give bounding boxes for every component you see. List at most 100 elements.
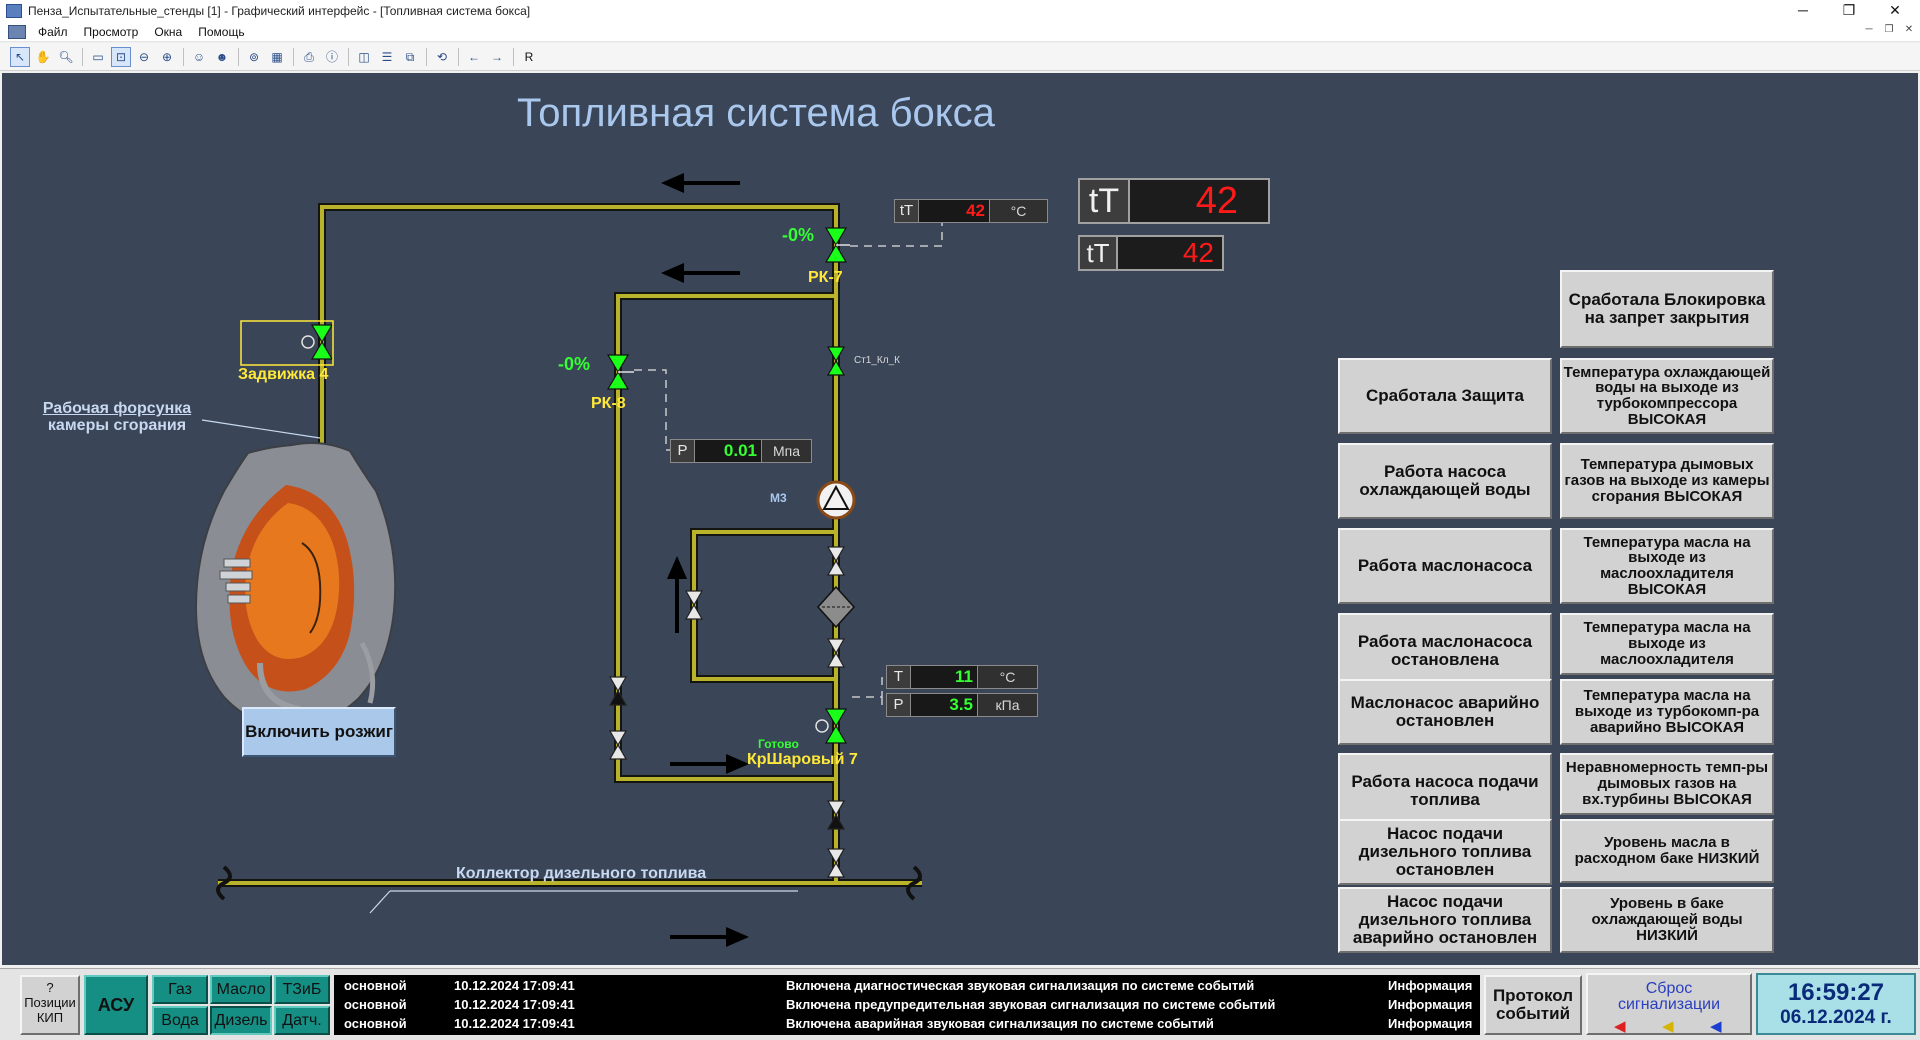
alarm-cooling-water-temp-high: Температура охлаждающей воды на выходе и…	[1560, 358, 1774, 434]
forward-arrow-icon[interactable]: →	[491, 50, 503, 64]
nav-oil-button[interactable]: Масло	[210, 975, 272, 1004]
diagnostic-speaker-icon: ◀	[1710, 1018, 1722, 1035]
hand-tool-icon[interactable]: ✋	[35, 50, 51, 64]
split-vertical-icon[interactable]: ◫	[358, 50, 370, 64]
table-icon[interactable]: ▦	[271, 50, 283, 64]
speaker-icons: ◀ ◀ ◀	[1588, 1017, 1750, 1037]
help-icon: ?	[46, 980, 54, 995]
valve-tag-label: Ст1_Кл_К	[854, 355, 900, 366]
alarm-oil-pump-running: Работа маслонасоса	[1338, 528, 1552, 604]
menu-bar: Файл Просмотр Окна Помощь ─ ❐ ✕	[0, 22, 1920, 42]
event-row[interactable]: основной 10.12.2024 17:09:41 Включена ди…	[344, 978, 1473, 993]
system-clock: 16:59:27 06.12.2024 г.	[1756, 973, 1916, 1035]
combustion-chamber-image	[194, 442, 397, 729]
refresh-window-icon[interactable]: ⟲	[436, 50, 448, 64]
asu-button[interactable]: АСУ	[84, 975, 148, 1035]
close-button[interactable]: ✕	[1889, 2, 1901, 18]
nav-diesel-button[interactable]: Дизель	[210, 1006, 272, 1035]
zoom-in-icon[interactable]: ⊕	[161, 50, 173, 64]
temperature-readout-large-1: tT 42	[1078, 178, 1270, 224]
alarm-oil-level-low: Уровень масла в расходном баке НИЗКИЙ	[1560, 819, 1774, 883]
zoom-out-icon[interactable]: ⊖	[138, 50, 150, 64]
clock-date: 06.12.2024 г.	[1780, 1007, 1892, 1028]
nav-sensors-button[interactable]: Датч.	[274, 1006, 330, 1035]
zoom-tool-icon[interactable]: 🔍︎	[58, 50, 74, 64]
pump-label: М3	[770, 491, 787, 505]
pressure-readout-lower: P 3.5 кПа	[886, 693, 1038, 717]
alarm-flue-gas-unevenness: Неравномерность темп-ры дымовых газов на…	[1560, 753, 1774, 815]
pipe-network	[194, 172, 943, 948]
r-button[interactable]: R	[524, 50, 534, 64]
pressure-readout-main: P 0.01 Мпа	[670, 439, 812, 463]
info-icon[interactable]: ⓘ	[325, 50, 338, 64]
protocol-label-line1: Протокол	[1492, 986, 1574, 1005]
alarm-cooling-water-level-low: Уровень в баке охлаждающей воды НИЗКИЙ	[1560, 887, 1774, 953]
alarm-oil-cooler-temp: Температура масла на выходе из маслоохла…	[1560, 613, 1774, 675]
nozzle-label: Рабочая форсунка камеры сгорания	[32, 400, 202, 435]
page-title: Топливная система бокса	[517, 91, 995, 135]
mdi-close-button[interactable]: ✕	[1904, 24, 1914, 35]
nav-water-button[interactable]: Вода	[152, 1006, 208, 1035]
print-icon[interactable]: ⎙	[304, 50, 314, 64]
user-icon[interactable]: ☺	[192, 50, 206, 64]
actual-size-icon[interactable]: ▭	[92, 50, 104, 64]
users-icon[interactable]: ☻	[215, 50, 229, 64]
ready-status: Готово	[758, 737, 799, 751]
menu-help[interactable]: Помощь	[198, 24, 245, 39]
alarm-turbo-oil-temp-emergency: Температура масла на выходе из турбокомп…	[1560, 679, 1774, 745]
mdi-restore-button[interactable]: ❐	[1884, 24, 1894, 35]
alarm-oil-cooler-temp-high: Температура масла на выходе из маслоохла…	[1560, 528, 1774, 604]
nozzle-label-line2: камеры сгорания	[47, 416, 187, 434]
temperature-readout-lower: T 11 °C	[886, 665, 1038, 689]
positions-kip-button[interactable]: ? Позиции КИП	[20, 975, 80, 1035]
zoom-fit-icon[interactable]: ⊡	[111, 47, 131, 67]
filter-symbol	[816, 585, 856, 629]
kip-label: КИП	[36, 1009, 64, 1025]
cascade-icon[interactable]: ⧉	[405, 50, 415, 64]
split-horizontal-icon[interactable]: ☰	[381, 50, 393, 64]
menu-view[interactable]: Просмотр	[83, 24, 139, 39]
alarm-cooling-pump-running: Работа насоса охлаждающей воды	[1338, 443, 1552, 519]
valve-rk8-percent: -0%	[558, 354, 591, 374]
clock-time: 16:59:27	[1787, 979, 1885, 1006]
temperature-readout-large-2: tT 42	[1078, 235, 1224, 271]
mnemonic-canvas: Топливная система бокса	[2, 73, 1918, 965]
positions-label: Позиции	[24, 994, 76, 1010]
restore-button[interactable]: ❐	[1842, 2, 1856, 18]
document-icon	[8, 24, 26, 39]
event-log[interactable]: основной 10.12.2024 17:09:41 Включена ди…	[334, 975, 1480, 1035]
ball-valve-7-label: КрШаровый 7	[747, 751, 858, 768]
collector-label: Коллектор дизельного топлива	[456, 865, 707, 882]
nav-tzib-button[interactable]: ТЗиБ	[274, 975, 330, 1004]
valve-rk7-label: РК-7	[808, 269, 843, 286]
binoculars-icon[interactable]: ⊚	[248, 50, 260, 64]
alarm-diesel-pump-emergency-stop: Насос подачи дизельного топлива аварийно…	[1338, 887, 1552, 953]
toolbar: ↖ ✋ 🔍︎ ▭ ⊡ ⊖ ⊕ ☺ ☻ ⊚ ▦ ⎙ ⓘ ◫ ☰ ⧉ ⟲ ← → R	[0, 43, 1920, 71]
nav-gas-button[interactable]: Газ	[152, 975, 208, 1004]
warning-speaker-icon: ◀	[1662, 1018, 1674, 1035]
event-row[interactable]: основной 10.12.2024 17:09:41 Включена пр…	[344, 997, 1473, 1012]
reset-label-line1: Сброс	[1645, 980, 1693, 997]
alarm-flue-gas-temp-high: Температура дымовых газов на выходе из к…	[1560, 443, 1774, 519]
minimize-button[interactable]: ─	[1798, 2, 1808, 18]
gate-valve-4-label: Задвижка 4	[238, 366, 329, 383]
alarm-oil-pump-emergency-stop: Маслонасос аварийно остановлен	[1338, 679, 1552, 745]
pointer-tool-icon[interactable]: ↖	[10, 47, 30, 67]
alarm-fuel-pump-running: Работа насоса подачи топлива	[1338, 753, 1552, 829]
nozzle-label-line1: Рабочая форсунка	[42, 400, 192, 417]
reset-alarms-button[interactable]: Сброс сигнализации ◀ ◀ ◀	[1586, 973, 1752, 1035]
alarm-protection-tripped: Сработала Защита	[1338, 358, 1552, 434]
window-titlebar: Пенза_Испытательные_стенды [1] - Графиче…	[0, 0, 1920, 22]
ignite-button[interactable]: Включить розжиг	[242, 707, 396, 757]
window-title: Пенза_Испытательные_стенды [1] - Графиче…	[28, 4, 531, 18]
protocol-label-line2: событий	[1495, 1003, 1571, 1023]
alarm-speaker-icon: ◀	[1614, 1018, 1626, 1035]
valve-rk7-percent: -0%	[782, 225, 815, 245]
bottom-control-bar: ? Позиции КИП АСУ Газ Масло ТЗиБ Вода Ди…	[0, 968, 1920, 1040]
event-protocol-button[interactable]: Протокол событий	[1484, 975, 1582, 1035]
event-row[interactable]: основной 10.12.2024 17:09:41 Включена ав…	[344, 1016, 1473, 1031]
mdi-minimize-button[interactable]: ─	[1865, 24, 1873, 35]
menu-windows[interactable]: Окна	[154, 24, 183, 39]
menu-file[interactable]: Файл	[38, 24, 68, 39]
back-arrow-icon[interactable]: ←	[468, 50, 480, 64]
